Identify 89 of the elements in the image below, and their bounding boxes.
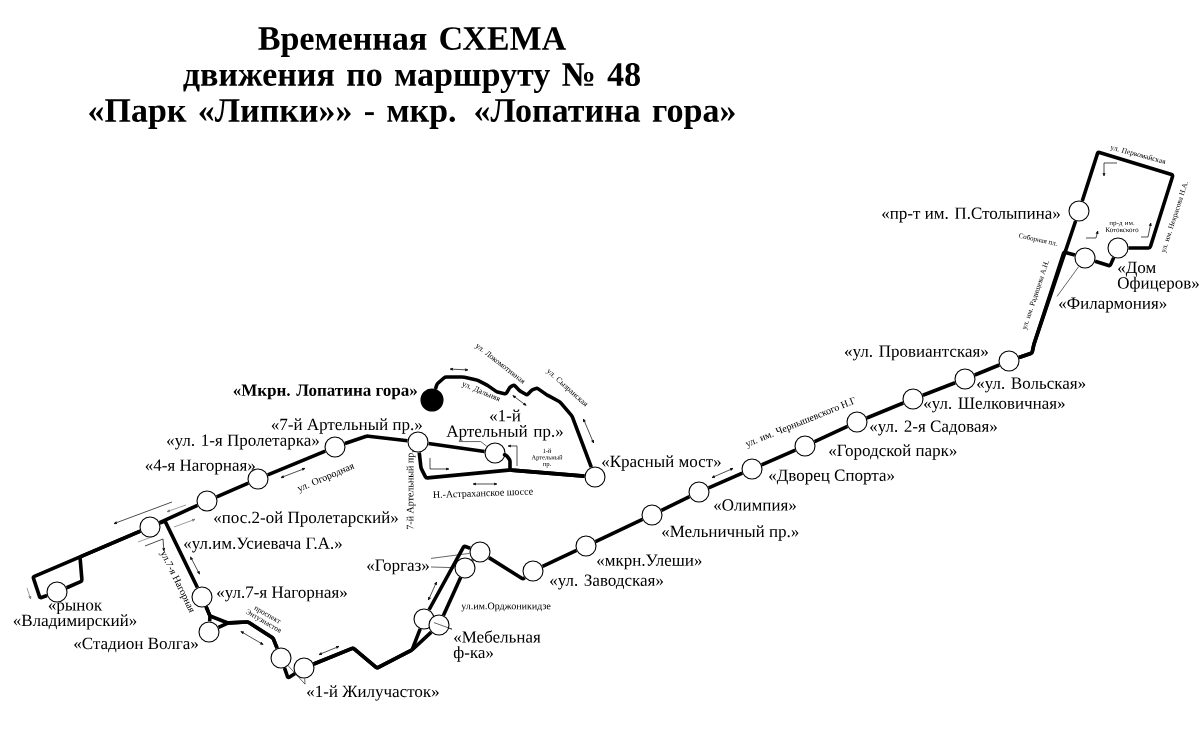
stop-circle [139, 516, 161, 538]
route-line [470, 558, 475, 562]
route-line [594, 517, 644, 544]
leader-line [458, 441, 488, 447]
route-line [282, 667, 296, 679]
route-line [974, 363, 1000, 377]
stop-circle [469, 541, 491, 563]
route-line [217, 620, 279, 649]
route-line [344, 434, 408, 446]
stop-name: «ул.им.Усиевача Г.А.» [184, 537, 342, 553]
route-line [813, 424, 849, 444]
stop-circle [1107, 237, 1129, 259]
route-line [427, 544, 471, 611]
stop-name: «ул. Шелковичная» [924, 397, 1065, 413]
stop-name: «Мельничный пр.» [662, 525, 799, 541]
stop-circle [428, 614, 450, 636]
route-line [488, 556, 526, 581]
stop-name: «Дворец Спорта» [769, 469, 894, 485]
stop-name: «ул. Заводская» [550, 574, 663, 590]
leader-line [1056, 266, 1080, 297]
stop-name: «7-й Артельный пр.» [271, 418, 422, 434]
stop-name: «ул.7-я Нагорная» [217, 586, 347, 602]
route-line [267, 449, 326, 477]
leader-line [448, 627, 453, 630]
stop-circle [324, 436, 346, 458]
stop-name: «Олимпия» [714, 499, 796, 511]
stop-circle [196, 490, 218, 512]
stop-circle [902, 388, 924, 410]
stop-name: «Мебельная ф-ка» [453, 630, 541, 662]
stop-name: «ул. Вольская» [977, 377, 1086, 393]
stop-circle [846, 411, 868, 433]
stop-name: «ул. Провиантская» [845, 345, 988, 361]
stop-name: «1-й Артельный пр.» [446, 409, 563, 441]
route-line [65, 529, 142, 590]
stop-circle [575, 535, 597, 557]
stop-name: «Горгаз» [367, 559, 429, 575]
route-line [866, 401, 904, 420]
stop-circle [270, 647, 292, 669]
stop-name: «рынок «Владимирский» [13, 602, 137, 630]
stop-name: «1-й Жилучасток» [307, 685, 439, 701]
stop-circle [688, 481, 710, 503]
title: Временная СХЕМА движения по маршруту № 48 «Парк «Липки»» - мкр. «Лопатина гора» [89, 27, 735, 129]
stop-name: «Дом Офицеров» [1117, 261, 1199, 293]
route-line [660, 495, 691, 512]
stop-circle [454, 557, 476, 579]
stop-name: «4-я Нагорная» [145, 459, 255, 475]
route-line [922, 381, 956, 397]
stop-circle [484, 442, 506, 464]
route-line [428, 441, 485, 454]
route-line [1094, 256, 1116, 268]
stop-circle [794, 435, 816, 457]
route-line [433, 375, 593, 468]
stop-name: «Стадион Волга» [74, 637, 198, 653]
street-name: Н.-Астраханское шоссе [433, 489, 533, 500]
route-line [541, 548, 578, 569]
stop-circle [741, 458, 763, 480]
route-line [441, 576, 463, 617]
route-line [707, 471, 744, 490]
terminal-dot [420, 388, 444, 412]
stop-name: «Мкрн. Лопатина гора» [233, 384, 417, 400]
stop-circle [1068, 200, 1090, 222]
stop-name: «мкрн.Улеши» [597, 554, 702, 570]
street-name: ул.им.Орджоникидзе [461, 602, 551, 612]
stop-name: «Красный мост» [602, 455, 721, 471]
stop-circle [198, 621, 220, 643]
leader-line [287, 665, 306, 685]
stop-name: «Филармония» [1059, 297, 1167, 313]
stop-circle [998, 350, 1020, 372]
leader-line [304, 678, 306, 685]
stop-circle [522, 560, 544, 582]
route-line [417, 452, 585, 480]
stop-name: «ул. 1-я Пролетарка» [167, 434, 319, 450]
route-line [1080, 150, 1175, 250]
route-line [159, 519, 199, 589]
route-line [215, 481, 250, 499]
stop-circle [293, 657, 315, 679]
stop-circle [954, 368, 976, 390]
stop-name: «Городской парк» [829, 444, 957, 460]
route-line [760, 448, 797, 467]
stop-name: «ул. 2-я Садовая» [870, 420, 997, 436]
leader-line [430, 566, 455, 568]
route-line [1018, 250, 1076, 360]
leader-line [430, 553, 470, 559]
stop-circle [641, 504, 663, 526]
stop-circle [46, 581, 68, 603]
stop-circle [1074, 247, 1096, 269]
stop-name: «пр-т им. П.Столыпина» [882, 207, 1060, 223]
stop-name: «пос.2-ой Пролетарский» [214, 511, 398, 527]
street-name: 7-й Артельный пр. [406, 450, 416, 530]
